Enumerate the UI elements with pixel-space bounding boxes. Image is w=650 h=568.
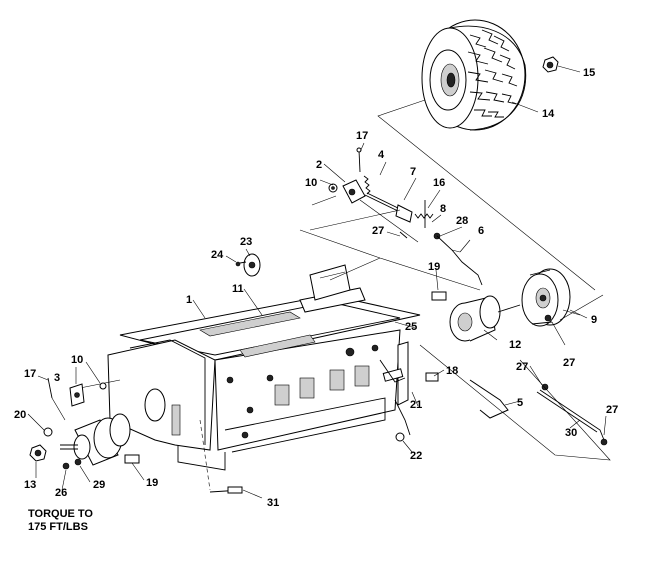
label-7: 7 (410, 166, 416, 178)
label-5: 5 (517, 397, 523, 409)
label-29: 29 (93, 479, 105, 491)
label-17a: 17 (356, 130, 368, 142)
label-22: 22 (410, 450, 422, 462)
rear-motor (449, 295, 521, 342)
brake-linkage (311, 147, 483, 286)
label-28: 28 (456, 215, 468, 227)
label-2: 2 (316, 159, 322, 171)
label-6: 6 (478, 225, 484, 237)
tire-wheel (421, 19, 527, 131)
label-14: 14 (542, 108, 555, 120)
label-17b: 17 (24, 368, 36, 380)
label-12: 12 (509, 339, 521, 351)
leader-outline (299, 99, 611, 461)
label-13: 13 (24, 479, 36, 491)
label-20: 20 (14, 409, 26, 421)
torque-note-line1: TORQUE TO (28, 508, 93, 520)
label-27d: 27 (606, 404, 618, 416)
label-19a: 19 (428, 261, 440, 273)
mount-bracket (235, 253, 261, 277)
label-11: 11 (232, 283, 244, 295)
label-19b: 19 (146, 477, 158, 489)
lug-nut-part (542, 56, 581, 73)
label-leaders (27, 142, 607, 491)
torque-note: TORQUE TO 175 FT/LBS (28, 508, 93, 533)
label-26: 26 (55, 487, 67, 499)
hub-nut (29, 444, 47, 462)
callout-labels: 1 2 3 4 5 6 7 8 9 10 10 11 12 13 14 15 1… (14, 67, 618, 509)
label-27c: 27 (516, 361, 528, 373)
label-21: 21 (410, 399, 422, 411)
label-24: 24 (211, 249, 224, 261)
label-30: 30 (565, 427, 577, 439)
label-10b: 10 (71, 354, 83, 366)
left-small-parts (47, 377, 107, 421)
torque-note-line2: 175 FT/LBS (28, 521, 88, 533)
left-motor (60, 413, 140, 466)
label-16: 16 (433, 177, 445, 189)
label-15: 15 (583, 67, 595, 79)
label-9: 9 (591, 314, 597, 326)
washer-20 (43, 427, 53, 437)
label-18: 18 (446, 365, 458, 377)
label-23: 23 (240, 236, 252, 248)
label-8: 8 (440, 203, 446, 215)
bolt-part (209, 486, 263, 499)
label-4: 4 (378, 149, 385, 161)
label-1: 1 (186, 294, 192, 306)
label-10a: 10 (305, 177, 317, 189)
label-3: 3 (54, 372, 60, 384)
label-27b: 27 (563, 357, 575, 369)
main-frame (79, 264, 421, 491)
label-27a: 27 (372, 225, 384, 237)
brake-drum (521, 268, 581, 346)
label-31: 31 (267, 497, 279, 509)
tire-tread (467, 29, 518, 118)
